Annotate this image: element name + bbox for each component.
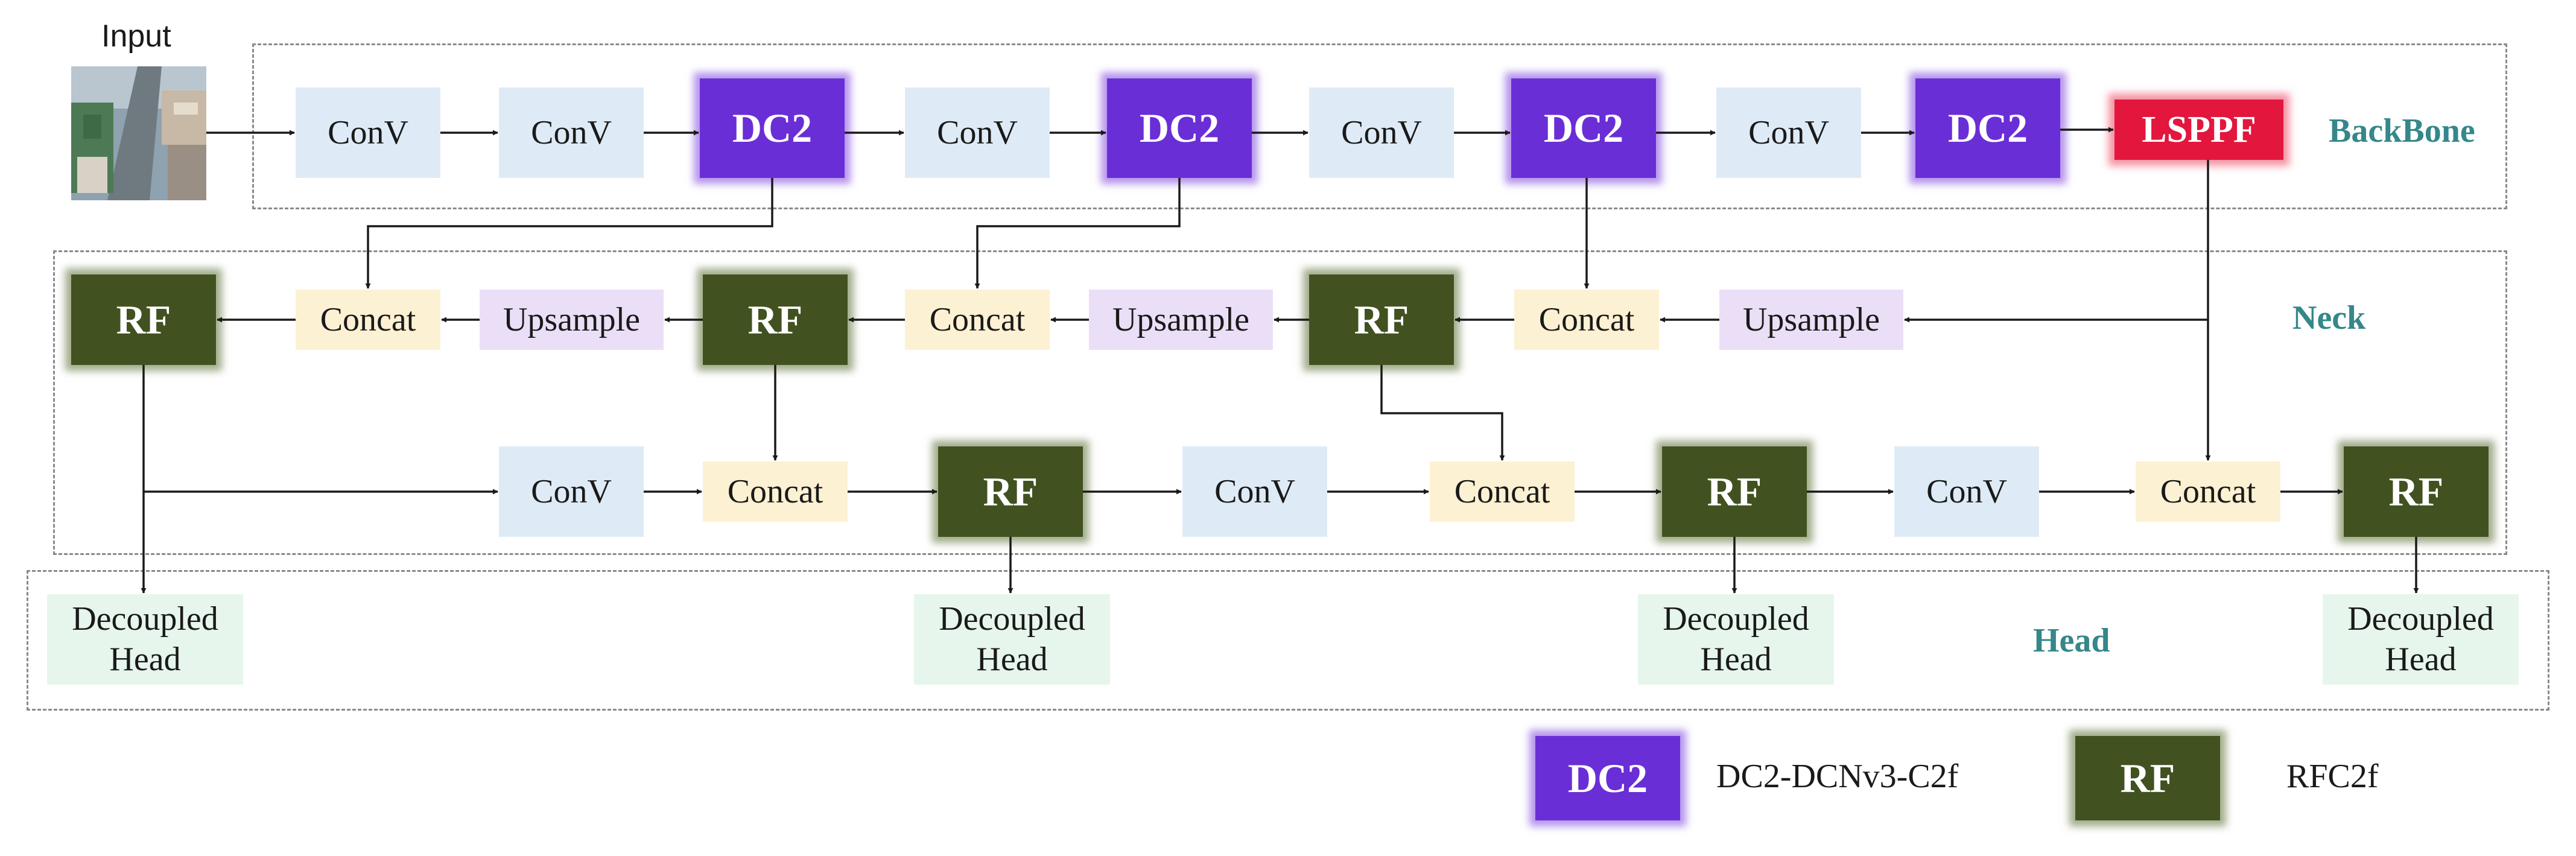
- backbone-dc2-2: DC2: [1107, 78, 1252, 178]
- neck-rf-6: RF: [2344, 446, 2489, 537]
- legend-dc2-swatch: DC2: [1535, 736, 1680, 820]
- decoupled-head-2-line2: Head: [976, 641, 1048, 678]
- decoupled-head-1-line2: Head: [109, 641, 181, 678]
- neck-concat-4: Concat: [703, 461, 848, 522]
- decoupled-head-2: Decoupled Head: [914, 594, 1110, 685]
- decoupled-head-2-line1: Decoupled: [939, 600, 1085, 638]
- backbone-conv-3: ConV: [905, 87, 1050, 178]
- neck-concat-3: Concat: [1514, 290, 1659, 350]
- head-section: [27, 570, 2549, 711]
- backbone-conv-5: ConV: [1716, 87, 1861, 178]
- decoupled-head-3-line2: Head: [1700, 641, 1772, 678]
- legend-rf-text: RFC2f: [2286, 758, 2379, 795]
- neck-label: Neck: [2292, 299, 2366, 337]
- decoupled-head-1: Decoupled Head: [47, 594, 243, 685]
- neck-conv-2: ConV: [1182, 446, 1327, 537]
- neck-upsample-3: Upsample: [1719, 290, 1903, 350]
- neck-rf-4: RF: [938, 446, 1083, 537]
- legend-dc2-text: DC2-DCNv3-C2f: [1716, 758, 1959, 795]
- backbone-conv-2: ConV: [499, 87, 644, 178]
- input-label: Input: [101, 19, 171, 54]
- neck-concat-5: Concat: [1430, 461, 1575, 522]
- arrow-dc2b-concat2: [974, 178, 1181, 289]
- neck-rf-5: RF: [1662, 446, 1807, 537]
- legend-rf-swatch: RF: [2075, 736, 2220, 820]
- backbone-section: [252, 43, 2507, 209]
- neck-rf-2: RF: [703, 274, 848, 365]
- backbone-label: BackBone: [2329, 112, 2475, 150]
- decoupled-head-4-line2: Head: [2385, 641, 2457, 678]
- neck-conv-1: ConV: [499, 446, 644, 537]
- neck-concat-1: Concat: [296, 290, 440, 350]
- decoupled-head-3: Decoupled Head: [1638, 594, 1834, 685]
- arrow-rf3-concat5: [1380, 365, 1505, 461]
- backbone-dc2-4: DC2: [1915, 78, 2060, 178]
- neck-conv-3: ConV: [1894, 446, 2039, 537]
- neck-concat-6: Concat: [2136, 461, 2280, 522]
- head-label: Head: [2033, 622, 2110, 659]
- neck-upsample-1: Upsample: [480, 290, 664, 350]
- decoupled-head-1-line1: Decoupled: [72, 600, 218, 638]
- arrow-dc2a-concat1: [365, 178, 773, 289]
- neck-concat-2: Concat: [905, 290, 1050, 350]
- backbone-lsppf: LSPPF: [2114, 100, 2283, 160]
- neck-section: [53, 250, 2507, 555]
- backbone-conv-4: ConV: [1309, 87, 1454, 178]
- neck-rf-1: RF: [71, 274, 216, 365]
- backbone-conv-1: ConV: [296, 87, 440, 178]
- decoupled-head-4-line1: Decoupled: [2347, 600, 2494, 638]
- backbone-dc2-3: DC2: [1511, 78, 1656, 178]
- decoupled-head-3-line1: Decoupled: [1663, 600, 1809, 638]
- neck-upsample-2: Upsample: [1089, 290, 1273, 350]
- input-image: [71, 66, 206, 200]
- decoupled-head-4: Decoupled Head: [2323, 594, 2519, 685]
- backbone-dc2-1: DC2: [700, 78, 845, 178]
- neck-rf-3: RF: [1309, 274, 1454, 365]
